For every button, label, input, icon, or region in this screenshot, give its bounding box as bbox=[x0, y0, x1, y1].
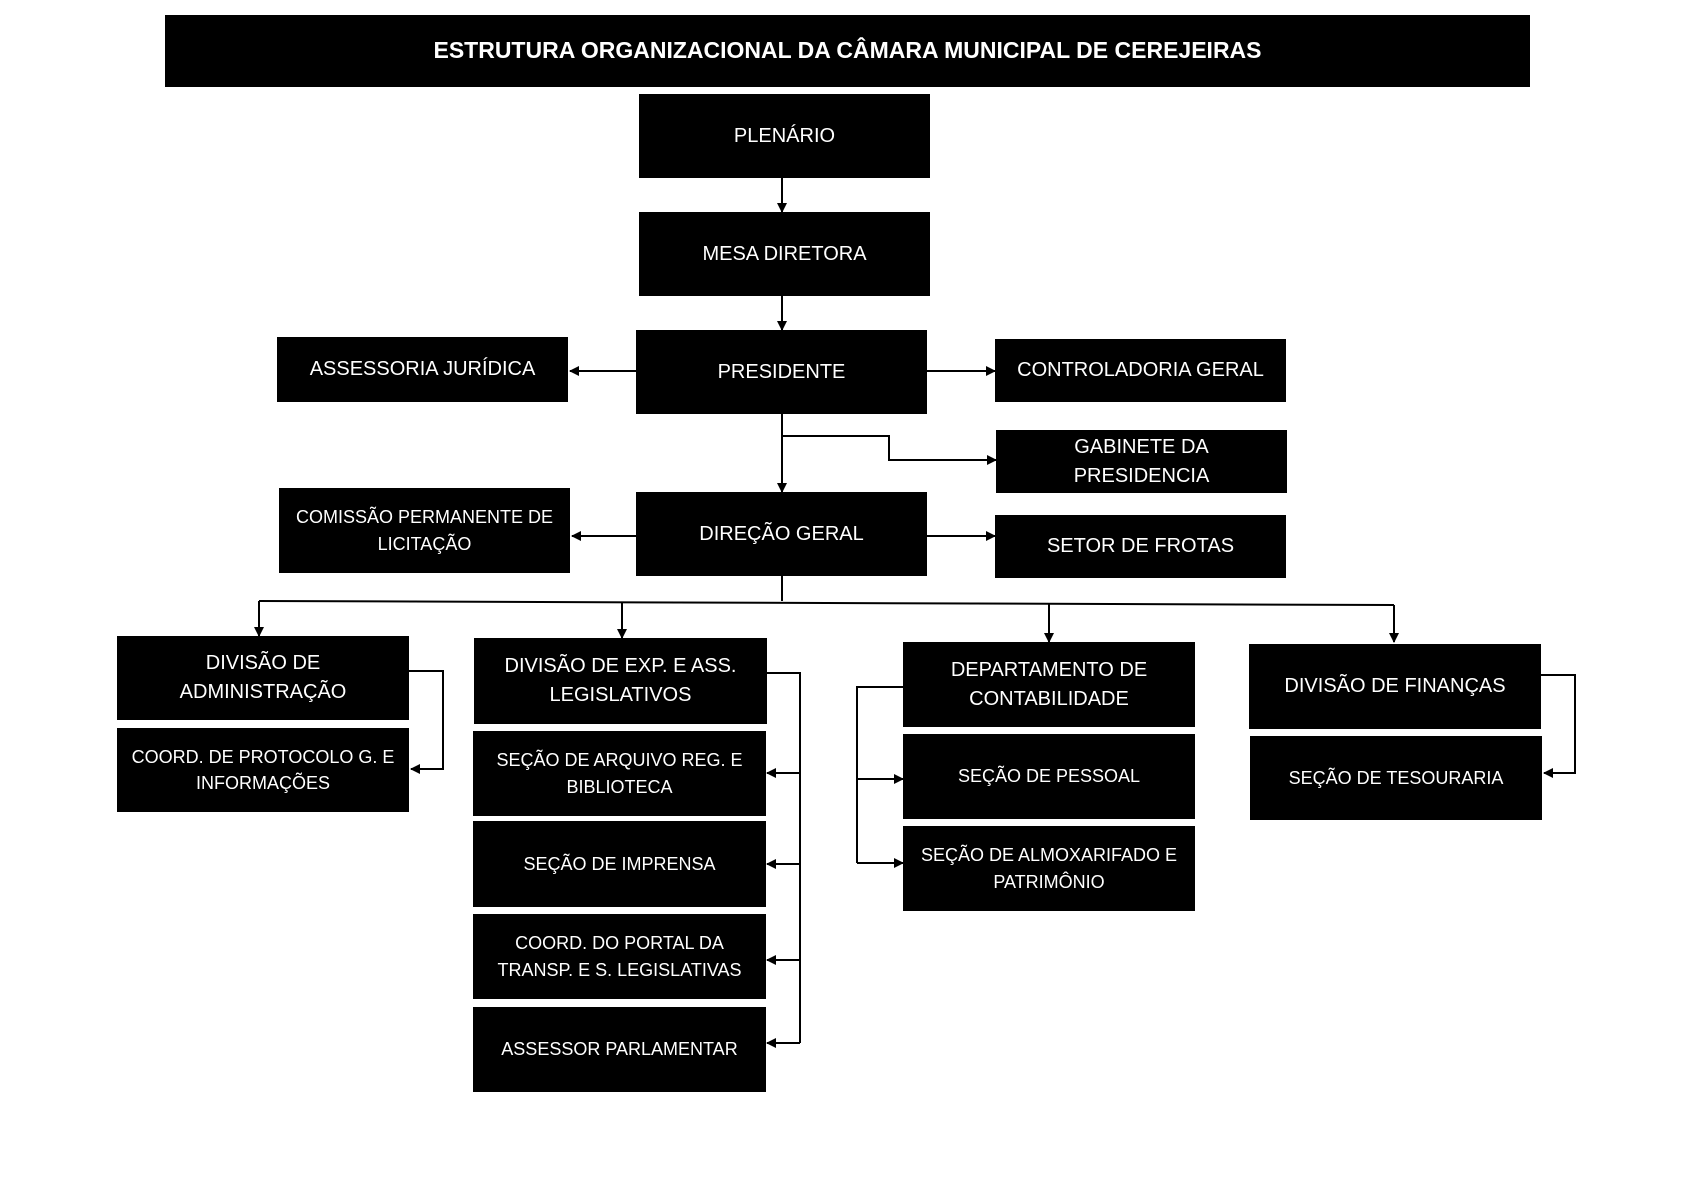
node-setor-frotas-label: SETOR DE FROTAS bbox=[1046, 535, 1235, 557]
connector-financas-tesouraria bbox=[1541, 674, 1576, 778]
node-comissao-licitacao: COMISSÃO PERMANENTE DE LICITAÇÃO bbox=[279, 488, 570, 573]
node-secao-tesouraria: SEÇÃO DE TESOURARIA bbox=[1250, 736, 1542, 820]
node-secao-pessoal: SEÇÃO DE PESSOAL bbox=[903, 734, 1195, 819]
node-departamento-contabilidade-label: DEPARTAMENTO DE CONTABILIDADE bbox=[950, 658, 1148, 710]
node-assessoria-juridica: ASSESSORIA JURÍDICA bbox=[277, 337, 568, 402]
connector-division-bus bbox=[258, 600, 1395, 606]
node-mesa-diretora: MESA DIRETORA bbox=[639, 212, 930, 296]
node-secao-arquivo-label: SEÇÃO DE ARQUIVO REG. E BIBLIOTECA bbox=[496, 750, 743, 797]
node-secao-imprensa: SEÇÃO DE IMPRENSA bbox=[473, 821, 766, 907]
node-gabinete-presidencia: GABINETE DA PRESIDENCIA bbox=[996, 430, 1287, 493]
connector-exp-bracket bbox=[767, 672, 801, 1043]
node-coord-protocolo: COORD. DE PROTOCOLO G. E INFORMAÇÕES bbox=[117, 728, 409, 812]
chart-title-text: ESTRUTURA ORGANIZACIONAL DA CÂMARA MUNIC… bbox=[433, 37, 1262, 64]
node-secao-imprensa-label: SEÇÃO DE IMPRENSA bbox=[523, 853, 716, 874]
node-divisao-financas: DIVISÃO DE FINANÇAS bbox=[1249, 644, 1541, 729]
node-gabinete-presidencia-label: GABINETE DA PRESIDENCIA bbox=[1073, 435, 1210, 487]
node-plenario: PLENÁRIO bbox=[639, 94, 930, 178]
connector-administracao-protocolo bbox=[409, 670, 444, 774]
node-divisao-exp-legislativos: DIVISÃO DE EXP. E ASS. LEGISLATIVOS bbox=[474, 638, 767, 724]
node-secao-arquivo: SEÇÃO DE ARQUIVO REG. E BIBLIOTECA bbox=[473, 731, 766, 816]
node-divisao-administracao-label: DIVISÃO DE ADMINISTRAÇÃO bbox=[179, 652, 347, 703]
node-secao-almoxarifado: SEÇÃO DE ALMOXARIFADO E PATRIMÔNIO bbox=[903, 826, 1195, 911]
node-comissao-licitacao-label: COMISSÃO PERMANENTE DE LICITAÇÃO bbox=[295, 507, 554, 554]
node-divisao-exp-legislativos-label: DIVISÃO DE EXP. E ASS. LEGISLATIVOS bbox=[504, 655, 737, 706]
node-assessor-parlamentar-label: ASSESSOR PARLAMENTAR bbox=[501, 1039, 738, 1060]
node-coord-portal: COORD. DO PORTAL DA TRANSP. E S. LEGISLA… bbox=[473, 914, 766, 999]
node-divisao-administracao: DIVISÃO DE ADMINISTRAÇÃO bbox=[117, 636, 409, 720]
node-direcao-geral-label: DIREÇÃO GERAL bbox=[699, 522, 864, 545]
node-divisao-financas-label: DIVISÃO DE FINANÇAS bbox=[1284, 675, 1506, 697]
node-secao-almoxarifado-label: SEÇÃO DE ALMOXARIFADO E PATRIMÔNIO bbox=[920, 845, 1178, 892]
chart-title: ESTRUTURA ORGANIZACIONAL DA CÂMARA MUNIC… bbox=[165, 15, 1530, 87]
node-coord-portal-label: COORD. DO PORTAL DA TRANSP. E S. LEGISLA… bbox=[497, 933, 742, 980]
node-secao-tesouraria-label: SEÇÃO DE TESOURARIA bbox=[1288, 767, 1504, 788]
node-assessoria-juridica-label: ASSESSORIA JURÍDICA bbox=[309, 358, 536, 380]
connector-presidente-gabinete bbox=[782, 435, 997, 465]
node-controladoria-geral: CONTROLADORIA GERAL bbox=[995, 339, 1286, 402]
node-direcao-geral: DIREÇÃO GERAL bbox=[636, 492, 927, 576]
node-coord-protocolo-label: COORD. DE PROTOCOLO G. E INFORMAÇÕES bbox=[131, 746, 395, 793]
connector-contab-bracket bbox=[856, 686, 904, 863]
node-assessor-parlamentar: ASSESSOR PARLAMENTAR bbox=[473, 1007, 766, 1092]
node-mesa-diretora-label: MESA DIRETORA bbox=[702, 242, 867, 265]
node-controladoria-geral-label: CONTROLADORIA GERAL bbox=[1017, 359, 1264, 381]
node-presidente: PRESIDENTE bbox=[636, 330, 927, 414]
node-plenario-label: PLENÁRIO bbox=[733, 124, 836, 147]
node-presidente-label: PRESIDENTE bbox=[717, 360, 846, 383]
node-secao-pessoal-label: SEÇÃO DE PESSOAL bbox=[957, 766, 1141, 787]
node-departamento-contabilidade: DEPARTAMENTO DE CONTABILIDADE bbox=[903, 642, 1195, 727]
node-setor-frotas: SETOR DE FROTAS bbox=[995, 515, 1286, 578]
